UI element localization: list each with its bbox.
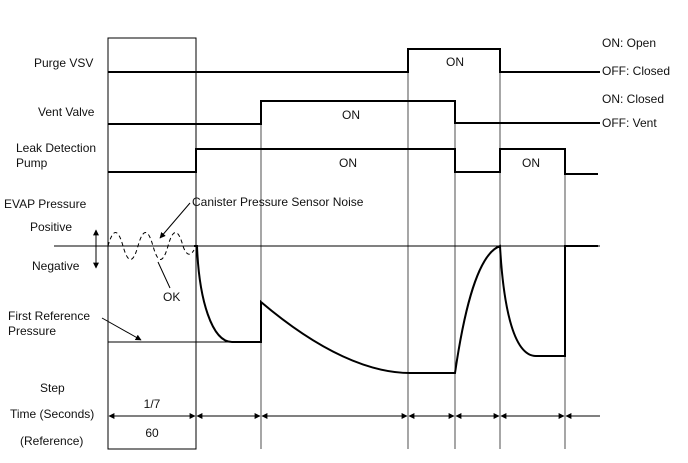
vent-valve-on-label: ON <box>342 108 360 122</box>
vent-valve-signal <box>108 100 600 125</box>
time-value: 60 <box>145 426 159 440</box>
step-value: 1/7 <box>144 397 161 411</box>
purge-on-state: ON: Open <box>602 36 656 50</box>
ok-label: OK <box>163 290 180 304</box>
ok-pointer <box>157 261 171 289</box>
step-1-box <box>107 37 197 450</box>
negative-label: Negative <box>32 259 80 273</box>
time-label: Time (Seconds) <box>10 407 94 421</box>
first-ref-label-line1: First Reference <box>8 309 90 323</box>
noise-annotation: Canister Pressure Sensor Noise <box>192 195 364 209</box>
leak-pump-label-line2: Pump <box>16 156 48 170</box>
reference-label: (Reference) <box>20 434 83 448</box>
leak-pump-on-label-1: ON <box>339 156 357 170</box>
leak-pump-label-line1: Leak Detection <box>16 141 96 155</box>
step-boundaries <box>260 48 566 449</box>
positive-label: Positive <box>30 220 72 234</box>
step-label: Step <box>40 381 65 395</box>
purge-off-state: OFF: Closed <box>602 64 670 78</box>
first-ref-label-line2: Pressure <box>8 324 56 338</box>
purge-vsv-label: Purge VSV <box>34 56 93 70</box>
vent-valve-label: Vent Valve <box>38 105 95 119</box>
purge-vsv-on-label: ON <box>446 55 464 69</box>
first-ref-pointer <box>101 317 142 341</box>
leak-pump-signal <box>108 148 598 175</box>
vent-off-state: OFF: Vent <box>602 116 657 130</box>
leak-pump-on-label-2: ON <box>522 156 540 170</box>
evap-pressure-label: EVAP Pressure <box>4 197 87 211</box>
evap-pressure-curve <box>194 244 598 374</box>
vent-on-state: ON: Closed <box>602 92 664 106</box>
noise-pointer <box>159 202 191 239</box>
purge-vsv-signal <box>108 48 600 73</box>
